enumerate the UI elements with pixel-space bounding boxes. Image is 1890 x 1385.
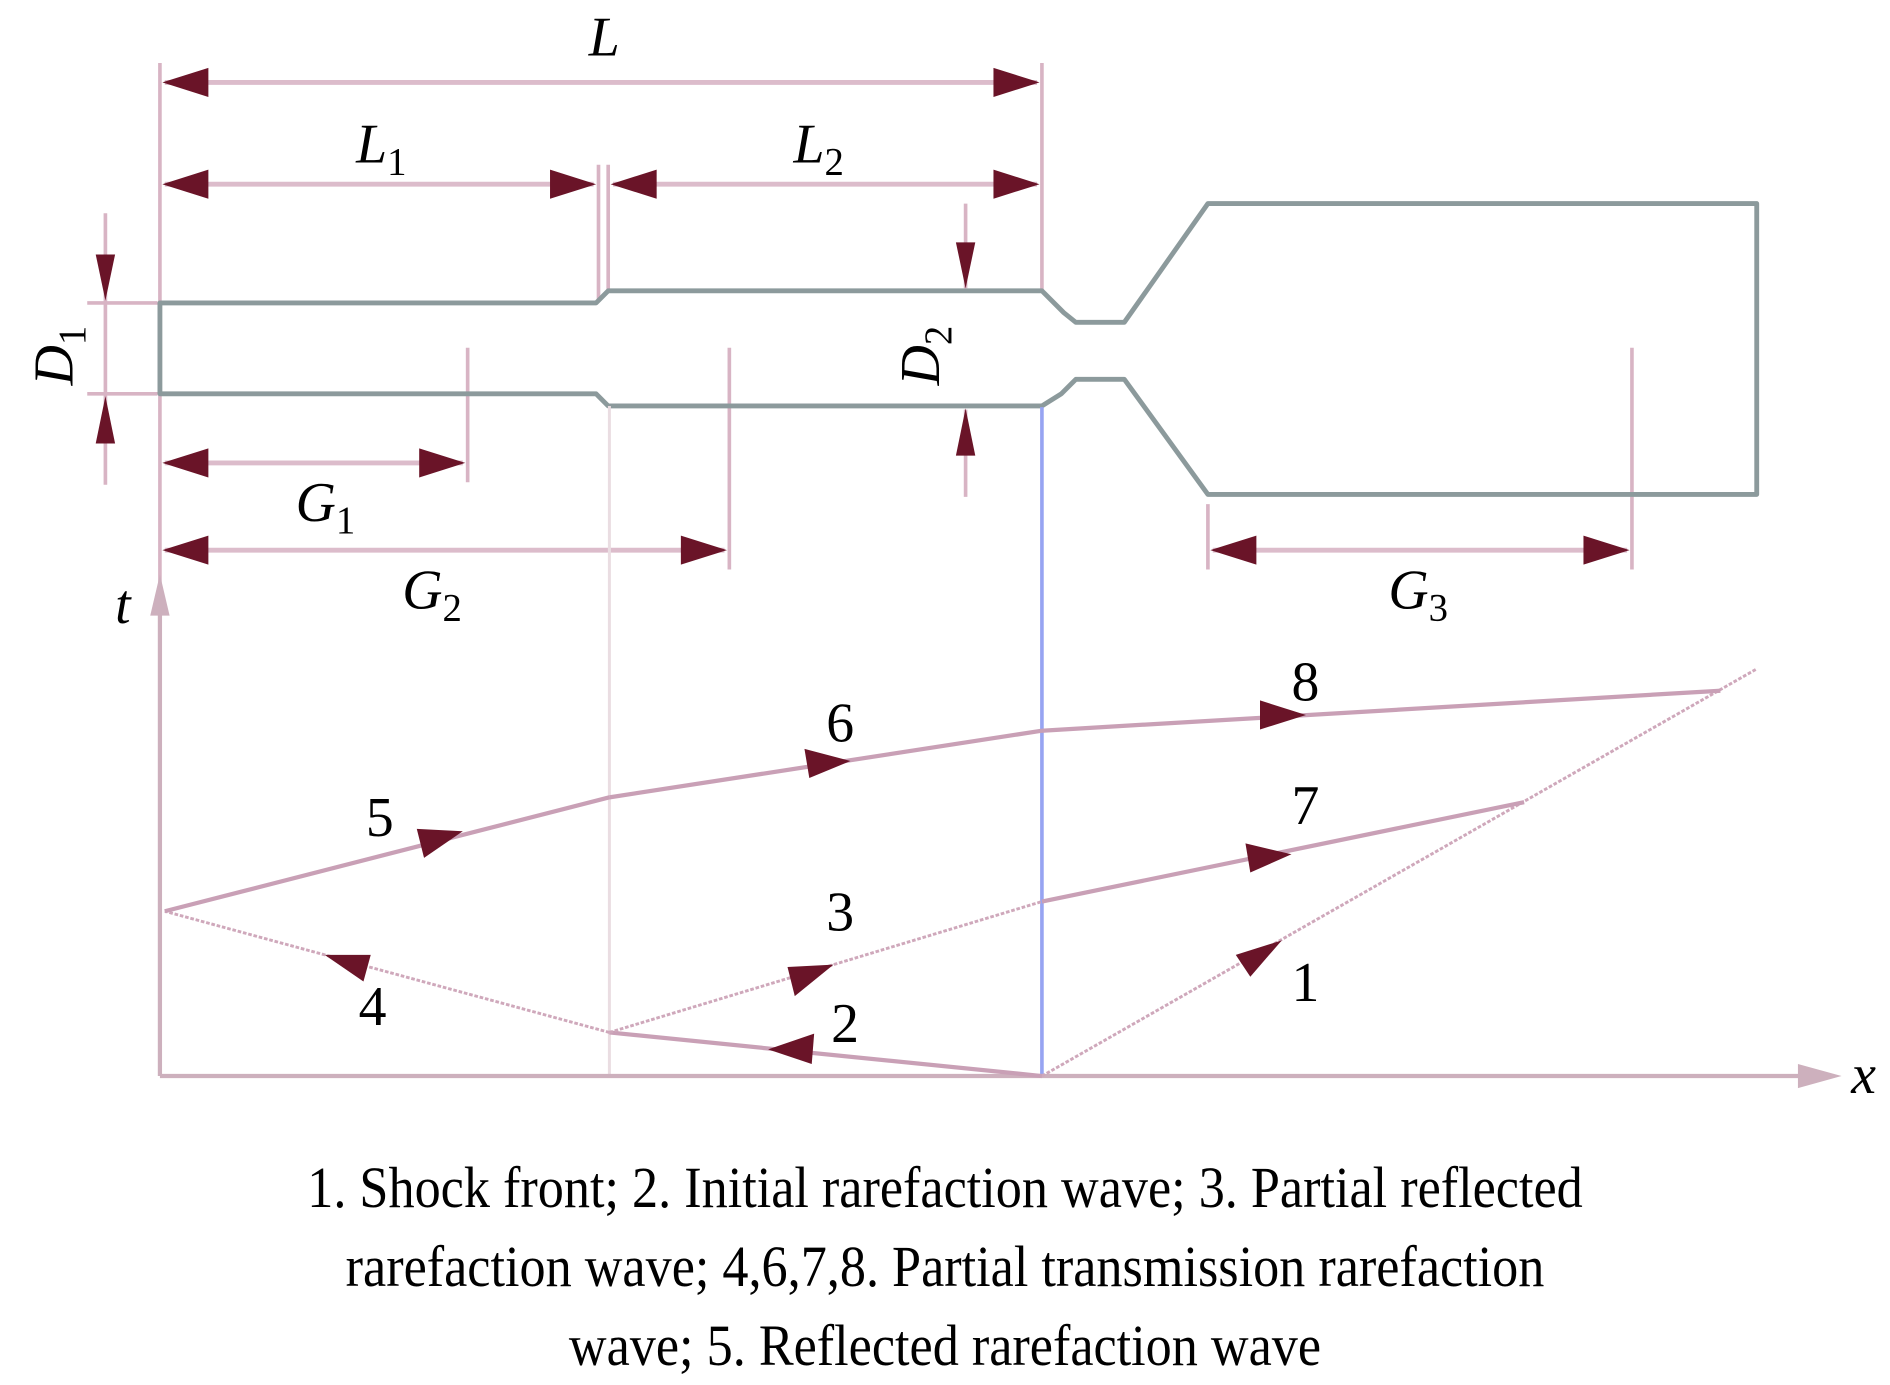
wave-8-arrow-icon xyxy=(1260,700,1307,730)
wave-label-3: 3 xyxy=(826,882,854,944)
wave-label-8: 8 xyxy=(1291,651,1319,713)
wave-2-initial-rarefaction xyxy=(609,1030,1043,1079)
label-g1: G1 xyxy=(296,472,356,542)
wave-7-partial-transmission xyxy=(1041,800,1525,904)
xt-diagram: t x 1 2 3 4 5 6 7 8 xyxy=(115,405,1876,1106)
wave-1-arrow-icon xyxy=(1235,940,1282,977)
dimension-l2: L2 xyxy=(610,113,1040,199)
arrowhead-right xyxy=(419,448,466,478)
caption-line: wave; 5. Reflected rarefaction wave xyxy=(568,1313,1322,1378)
wave-6-arrow-icon xyxy=(804,748,851,778)
arrowhead-right xyxy=(1583,535,1630,565)
arrowhead-left xyxy=(162,169,209,199)
arrowhead-right xyxy=(993,67,1040,97)
t-axis-label: t xyxy=(115,574,132,636)
wave-label-4: 4 xyxy=(359,976,387,1038)
arrowhead-up xyxy=(955,408,976,456)
dimension-l: L xyxy=(162,7,1040,97)
dimension-d2: D2 xyxy=(890,203,976,497)
wave-4-partial-transmission xyxy=(164,909,610,1034)
arrowhead-left xyxy=(1210,535,1257,565)
t-axis-arrow-icon xyxy=(150,574,170,616)
x-axis-label: x xyxy=(1850,1044,1876,1106)
arrowhead-left xyxy=(162,535,209,565)
label-d1: D1 xyxy=(24,326,94,387)
label-d2: D2 xyxy=(890,326,960,387)
arrowhead-down xyxy=(955,242,976,289)
wave-5-reflected-rarefaction xyxy=(164,795,610,914)
dimension-l1: L1 xyxy=(162,113,597,199)
dimension-g1: G1 xyxy=(162,448,466,542)
label-g2: G2 xyxy=(402,559,462,629)
wave-7-arrow-icon xyxy=(1245,843,1292,873)
wave-label-6: 6 xyxy=(826,693,854,755)
arrowhead-left xyxy=(610,169,657,199)
wave-1-shock-front xyxy=(1041,667,1758,1078)
dimension-g3: G3 xyxy=(1210,535,1630,629)
arrowhead-down xyxy=(95,254,116,301)
arrowhead-up xyxy=(95,396,116,444)
figure-caption: 1. Shock front; 2. Initial rarefaction w… xyxy=(95,1148,1796,1385)
wave-3-arrow-icon xyxy=(787,964,834,997)
arrowhead-right xyxy=(680,535,727,565)
wave-2-arrow-icon xyxy=(768,1033,815,1064)
dimension-g2: G2 xyxy=(162,535,727,629)
label-l2: L2 xyxy=(793,113,844,183)
caption-line: rarefaction wave; 4,6,7,8. Partial trans… xyxy=(345,1234,1545,1299)
dimension-d1: D1 xyxy=(24,213,116,485)
arrowhead-left xyxy=(162,448,209,478)
label-g3: G3 xyxy=(1388,559,1448,629)
arrowhead-right xyxy=(550,169,597,199)
wave-label-1: 1 xyxy=(1291,952,1319,1014)
arrowhead-right xyxy=(993,169,1040,199)
wave-label-2: 2 xyxy=(831,993,859,1055)
caption-line: 1. Shock front; 2. Initial rarefaction w… xyxy=(307,1155,1583,1220)
label-l1: L1 xyxy=(355,113,406,183)
wave-4-arrow-icon xyxy=(324,954,371,982)
label-l: L xyxy=(588,7,620,69)
arrowhead-left xyxy=(162,67,209,97)
x-axis-arrow-icon xyxy=(1797,1063,1842,1089)
wave-label-5: 5 xyxy=(366,787,394,849)
wave-label-7: 7 xyxy=(1291,775,1319,837)
wave-5-arrow-icon xyxy=(416,828,463,858)
wave-8-partial-transmission xyxy=(1041,688,1721,733)
